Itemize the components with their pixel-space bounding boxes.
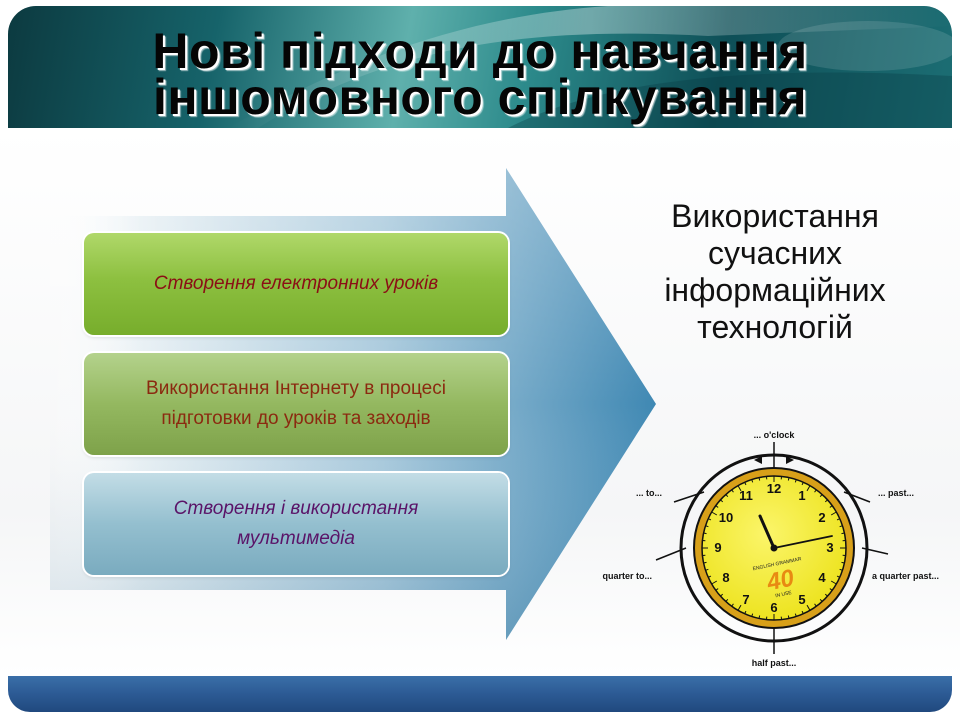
- clock-number-3: 3: [826, 540, 833, 555]
- step-label-2: Використання Інтернету в процесі підгото…: [146, 374, 446, 434]
- clock-tick: [703, 561, 707, 564]
- clock-tick: [806, 604, 811, 611]
- clock-tick: [841, 532, 845, 535]
- label-quarter-past: a quarter past...: [872, 571, 939, 581]
- clock-tick: [836, 518, 840, 521]
- minute-hand: [773, 535, 833, 549]
- clock-tick: [708, 575, 712, 578]
- result-line-2: сучасних: [707, 235, 842, 271]
- clock-tick: [708, 518, 712, 521]
- clock-tick: [830, 511, 837, 516]
- clock-number-4: 4: [818, 570, 826, 585]
- hour-hand: [758, 514, 776, 550]
- clock-number-5: 5: [798, 592, 805, 607]
- badge-number: 40: [764, 564, 797, 596]
- clock-tick: [787, 615, 790, 619]
- label-half-past: half past...: [752, 658, 797, 668]
- clock-illustration: 12 1 2 3 4 5 6 7 8 9 10 11 40 ENGLISH GR…: [600, 430, 939, 668]
- step-label-2-line-2: підготовки до уроків та заходів: [161, 408, 431, 429]
- clock-tick: [819, 494, 823, 498]
- clock-number-9: 9: [714, 540, 721, 555]
- clock-tick: [758, 615, 761, 619]
- slide-footer: [8, 676, 952, 712]
- ring-arrow-icon: [786, 456, 794, 464]
- clock-tick: [737, 485, 742, 492]
- clock-tick: [737, 604, 742, 611]
- clock-number-1: 1: [798, 488, 805, 503]
- badge-caption-b: IN USE: [775, 590, 793, 599]
- result-heading: Використання сучасних інформаційних техн…: [630, 198, 920, 346]
- step-box-multimedia: Створення і використання мультимедіа: [84, 473, 508, 575]
- title-line-1: Нові підходи до навчання: [152, 23, 808, 79]
- clock-tick: [824, 499, 828, 503]
- clock-tick: [787, 477, 790, 481]
- clock-tick: [829, 588, 833, 591]
- clock-center: [770, 544, 778, 552]
- step-box-electronic-lessons: Створення електронних уроків: [84, 233, 508, 335]
- label-past: ... past...: [878, 488, 914, 498]
- clock-tick: [814, 603, 817, 607]
- label-to: ... to...: [636, 488, 662, 498]
- clock-tick: [824, 593, 828, 597]
- clock-tick: [829, 505, 833, 508]
- clock-tick: [725, 494, 729, 498]
- step-label-3-line-2: мультимедіа: [237, 528, 355, 549]
- clock-tick: [836, 575, 840, 578]
- clock-tick: [794, 613, 797, 617]
- clock-tick: [839, 525, 843, 528]
- clock-number-2: 2: [818, 510, 825, 525]
- clock-tick: [819, 598, 823, 602]
- header-decoration: [228, 6, 952, 128]
- clock-tick: [731, 603, 734, 607]
- clock-tick: [801, 482, 804, 486]
- step-label-3: Створення і використання мультимедіа: [174, 494, 419, 554]
- title-line-2: іншомовного спілкування: [152, 69, 808, 125]
- ring-arrow-icon: [754, 456, 762, 464]
- clock-tick: [715, 505, 719, 508]
- clock-tick: [839, 568, 843, 571]
- clock-tick: [801, 610, 804, 614]
- clock-tick: [794, 479, 797, 483]
- clock-tick: [720, 593, 724, 597]
- step-box-internet: Використання Інтернету в процесі підгото…: [84, 353, 508, 455]
- step-label-3-line-1: Створення і використання: [173, 498, 419, 519]
- clock-tick: [841, 561, 845, 564]
- label-oclock: ... o'clock: [754, 430, 796, 440]
- clock-spokes: [655, 442, 889, 654]
- clock-tick: [744, 610, 747, 614]
- clock-number-10: 10: [719, 510, 733, 525]
- clock-ticks: [702, 476, 846, 620]
- clock-tick: [758, 477, 761, 481]
- clock-number-8: 8: [722, 570, 729, 585]
- result-line-3: інформаційних: [664, 272, 886, 308]
- clock-tick: [720, 499, 724, 503]
- clock-number-6: 6: [770, 600, 777, 615]
- clock-tick: [744, 482, 747, 486]
- clock-tick: [814, 489, 817, 493]
- clock-number-11: 11: [739, 488, 753, 503]
- clock-tick: [806, 485, 811, 492]
- clock-tick: [830, 580, 837, 585]
- clock-tick: [751, 613, 754, 617]
- label-quarter-to: a quarter to...: [600, 571, 652, 581]
- result-line-4: технологій: [697, 309, 853, 345]
- clock-tick: [705, 568, 709, 571]
- clock-tick: [731, 489, 734, 493]
- clock-tick: [711, 511, 718, 516]
- clock-tick: [715, 588, 719, 591]
- slide-header: Нові підходи до навчання іншомовного спі…: [8, 6, 952, 128]
- step-label-2-line-1: Використання Інтернету в процесі: [146, 378, 446, 399]
- clock-number-12: 12: [767, 481, 781, 496]
- clock-tick: [711, 580, 718, 585]
- result-line-1: Використання: [671, 198, 879, 234]
- clock-tick: [705, 525, 709, 528]
- page-title: Нові підходи до навчання іншомовного спі…: [8, 26, 952, 122]
- clock-tick: [751, 479, 754, 483]
- step-label-1: Створення електронних уроків: [153, 273, 439, 294]
- clock-tick: [725, 598, 729, 602]
- clock-tick: [703, 532, 707, 535]
- clock-number-7: 7: [742, 592, 749, 607]
